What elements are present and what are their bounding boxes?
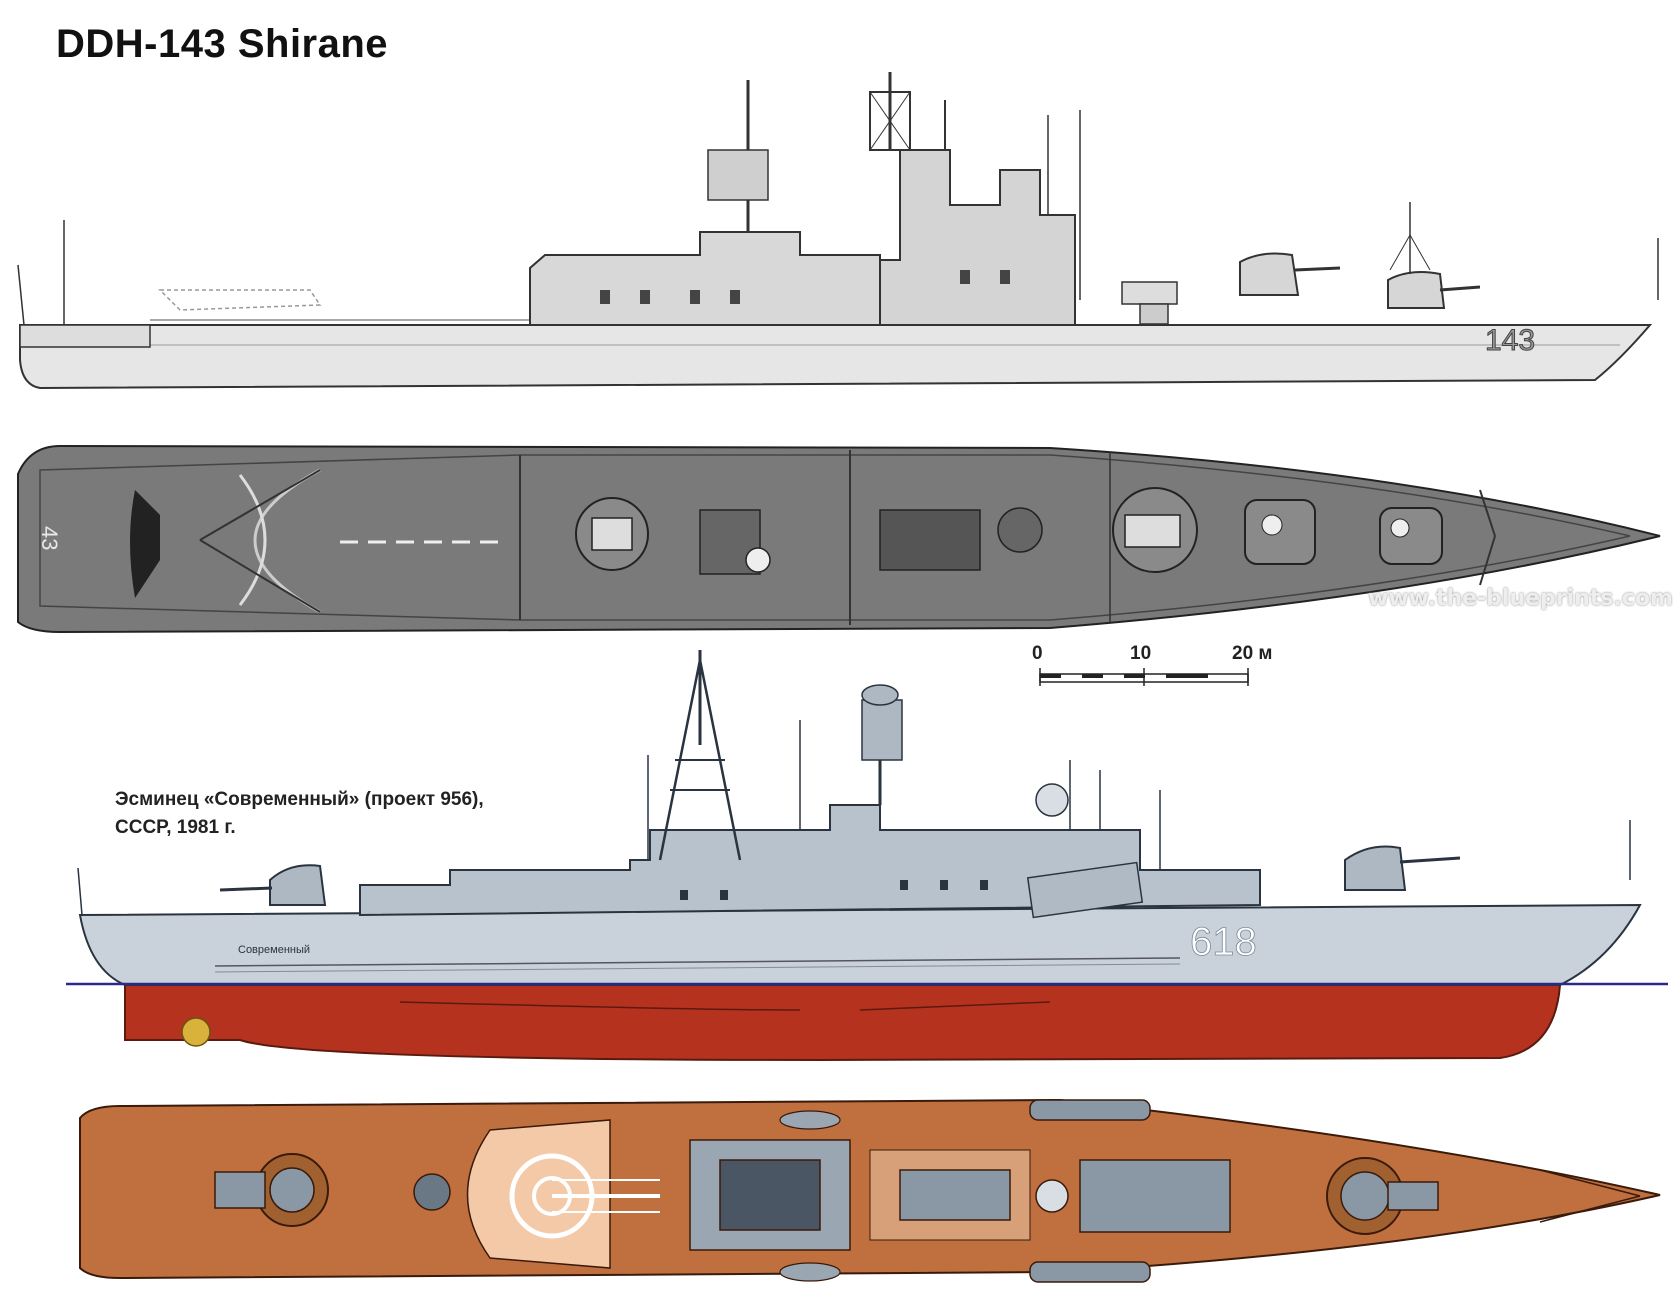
shirane-hangar — [529, 231, 881, 326]
scale-bar — [1039, 668, 1249, 686]
caption-line-1: Эсминец «Современный» (проект 956), — [115, 789, 484, 810]
page-title: DDH-143 Shirane — [56, 22, 389, 66]
sovremenny-side-view — [77, 650, 1642, 1062]
sovremenny-caption: Эсминец «Современный» (проект 956), СССР… — [115, 786, 484, 842]
scale-label-0: 0 — [1032, 643, 1043, 664]
sovremenny-hull — [78, 903, 1642, 986]
sovremenny-underwater-hull — [124, 984, 1562, 1062]
watermark-text: www.the-blueprints.com — [1368, 586, 1673, 611]
shirane-gun-aft — [1239, 252, 1300, 296]
shirane-bridge-block — [879, 149, 1076, 326]
shirane-gun-fwd — [1387, 271, 1446, 309]
sovremenny-hull-number: 618 — [1190, 920, 1257, 964]
shirane-deck-outline — [17, 444, 1661, 634]
sovremenny-hull-name: Современный — [238, 944, 310, 956]
scale-label-20: 20 м — [1232, 643, 1273, 664]
shirane-hull-number: 143 — [1485, 324, 1535, 357]
sovremenny-top-view — [79, 1098, 1661, 1283]
caption-line-2: СССР, 1981 г. — [115, 817, 236, 838]
shirane-side-view — [17, 72, 1659, 390]
scale-label-10: 10 — [1130, 643, 1152, 664]
shirane-top-view — [17, 444, 1661, 634]
shirane-hull — [19, 324, 1653, 390]
shirane-deck-number: 43 — [37, 526, 62, 550]
